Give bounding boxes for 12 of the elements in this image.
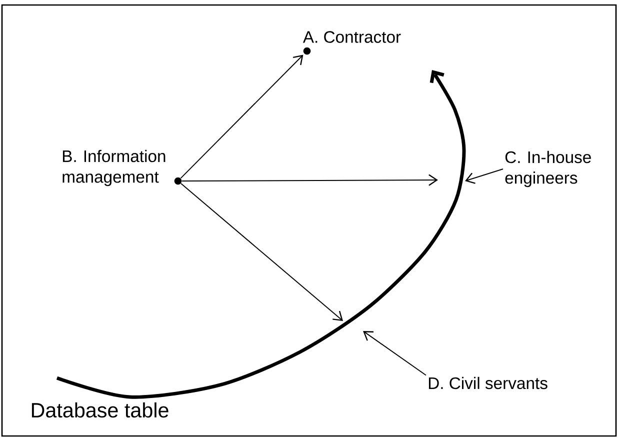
dot xyxy=(174,177,182,185)
node-label: A. Contractor xyxy=(302,31,401,43)
node-label: D. Civil servants xyxy=(428,376,548,390)
arrow xyxy=(180,54,304,179)
node-label: B. Information management xyxy=(62,150,166,186)
dot xyxy=(303,47,311,55)
arrow xyxy=(180,183,343,321)
arrow xyxy=(181,174,438,186)
arrow xyxy=(363,330,426,376)
caption: Database table xyxy=(32,402,168,418)
node-label: C. In-house engineers xyxy=(505,150,591,188)
arrow xyxy=(465,168,504,184)
